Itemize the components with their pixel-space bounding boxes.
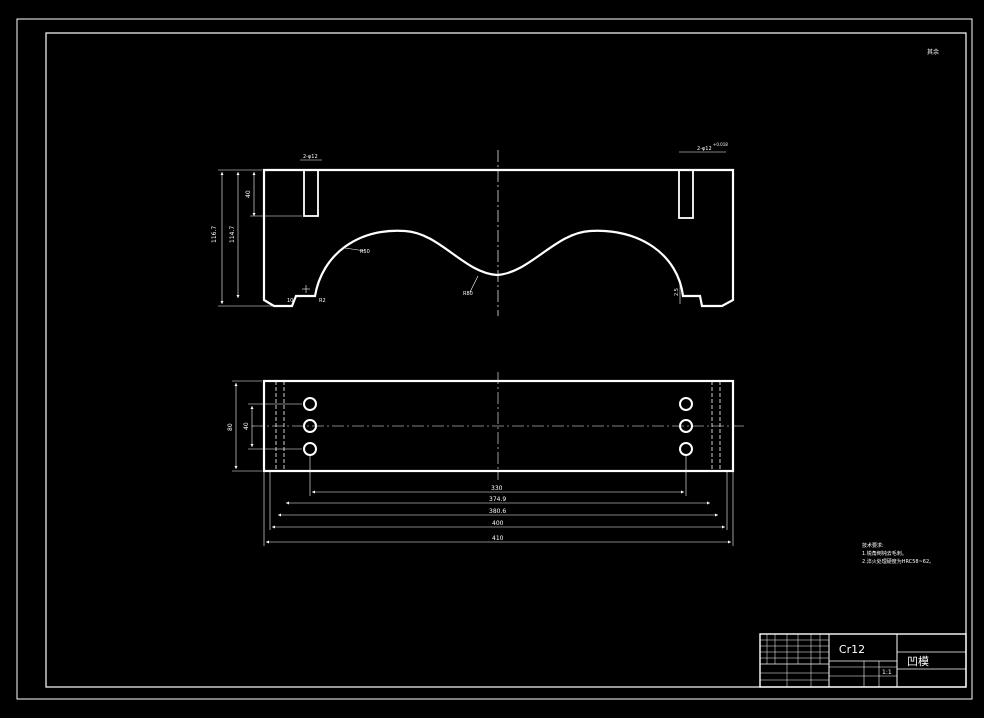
- radius-small-label: R2: [319, 298, 326, 304]
- tech-notes-line1: 1.锐角倒钝去毛刺。: [862, 550, 907, 557]
- dim-330: 330: [491, 485, 503, 492]
- left-hole-label: 2-φ12: [303, 154, 318, 160]
- dim-chamfer: 10: [287, 298, 293, 304]
- r80-leader: [469, 275, 479, 293]
- title-block-border: [759, 633, 967, 688]
- material-label: Cr12: [839, 643, 865, 656]
- radius-left-label: R50: [360, 249, 370, 255]
- top-hole-right-1: [679, 397, 693, 411]
- top-hole-left-2: [303, 419, 317, 433]
- technical-notes: 技术要求: 1.锐角倒钝去毛刺。 2.淬火处理硬度为HRC58~62。: [862, 542, 934, 565]
- top-view: 80 40 330 374.9 380.6 400 410: [227, 372, 745, 546]
- top-hole-left-3: [303, 442, 317, 456]
- dim-410: 410: [492, 535, 504, 542]
- dim-374-9: 374.9: [489, 496, 506, 503]
- dim-40-top: 40: [243, 422, 250, 430]
- dim-depth-right: 2.5: [674, 288, 680, 296]
- radius-center-label: R80: [463, 291, 473, 297]
- r50-leader: [344, 247, 366, 252]
- dim-116-7: 116.7: [211, 226, 218, 243]
- top-hole-right-2: [679, 419, 693, 433]
- title-block: Cr12 凹模 1:1: [759, 633, 967, 688]
- top-hole-left-1: [303, 397, 317, 411]
- right-hole-tolerance: +0.018: [713, 142, 728, 147]
- tech-notes-line2: 2.淬火处理硬度为HRC58~62。: [862, 558, 934, 565]
- tech-notes-title: 技术要求:: [862, 542, 884, 549]
- front-right-hole: [678, 169, 694, 219]
- dim-400: 400: [492, 520, 504, 527]
- scale-label: 1:1: [882, 669, 892, 676]
- outer-frame: [16, 18, 973, 700]
- dim-114-7: 114.7: [229, 226, 236, 243]
- front-view-hatch: [262, 168, 735, 308]
- corner-note: 其余: [927, 48, 939, 56]
- part-name-label: 凹模: [907, 655, 929, 668]
- dim-380-6: 380.6: [489, 508, 506, 515]
- top-hole-right-3: [679, 442, 693, 456]
- dim-40-front: 40: [245, 190, 252, 198]
- right-hole-label: 2-φ12: [697, 146, 712, 152]
- inner-frame: [45, 32, 967, 688]
- front-left-hole: [303, 169, 319, 217]
- dim-80: 80: [227, 423, 234, 431]
- front-view: 116.7 114.7 40 2-φ12 2-φ12 +0.018 R50 R8…: [211, 142, 735, 316]
